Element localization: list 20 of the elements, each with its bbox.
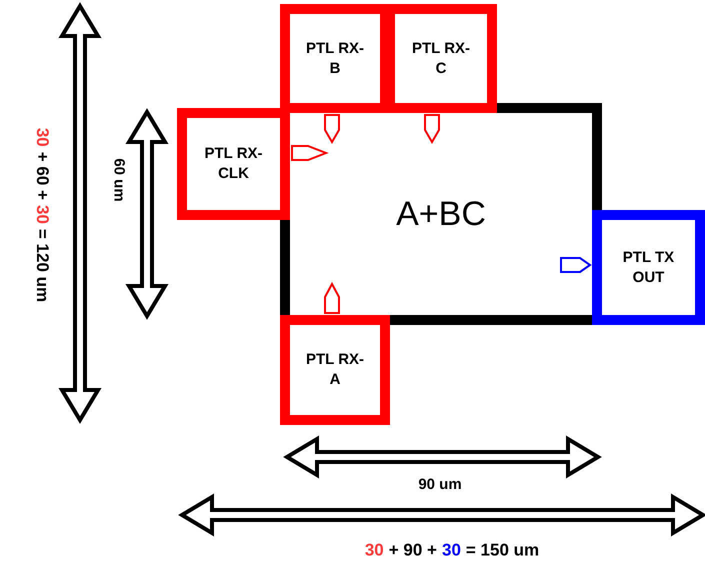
- dimension-label: 60 um: [109, 158, 128, 202]
- dimension-label: + 60 +: [32, 152, 53, 200]
- box-label: PTL RX-C: [410, 38, 472, 78]
- dimension-label: 30: [364, 539, 384, 562]
- dimension-label: + 90 +: [388, 539, 437, 562]
- dimension-label: 30: [442, 539, 461, 562]
- box-label: A+BC: [396, 197, 486, 231]
- box-label: PTL TX OUT: [622, 248, 676, 288]
- block-box: [290, 113, 592, 315]
- transmitter-box: [592, 210, 705, 325]
- receiver-box: [177, 108, 290, 220]
- box-label: PTL RX-A: [304, 350, 366, 390]
- dimension-label: 90 um: [418, 474, 462, 495]
- dimension-label: 30: [32, 204, 53, 224]
- dimension-label: = 150 um: [466, 539, 540, 562]
- receiver-box: [280, 315, 390, 425]
- box-label: PTL RX-B: [304, 38, 366, 78]
- box-label: PTL RX-CLK: [203, 144, 264, 184]
- dimension-label: = 120 um: [32, 228, 53, 302]
- dimension-label: 30: [32, 128, 53, 147]
